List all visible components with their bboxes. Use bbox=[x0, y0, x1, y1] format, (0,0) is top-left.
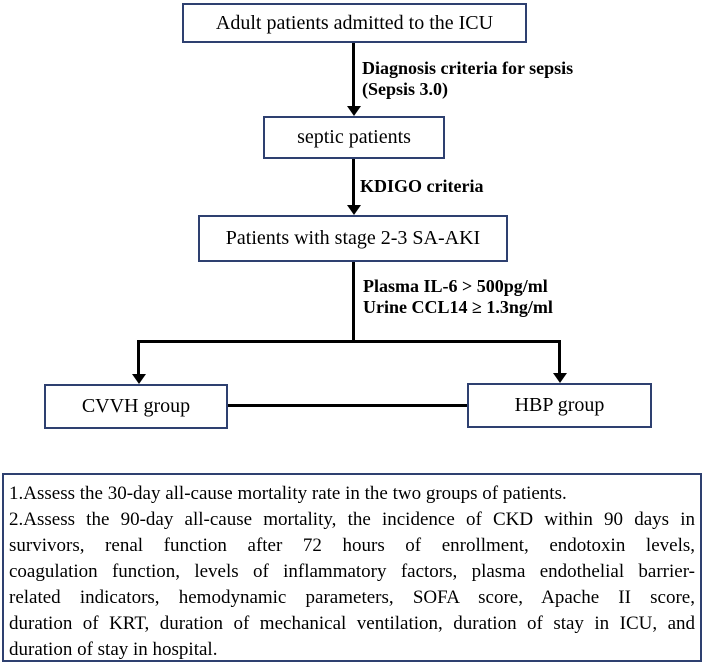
arrow-label-kdigo-criteria: KDIGO criteria bbox=[360, 176, 483, 197]
box-adult-patients-label: Adult patients admitted to the ICU bbox=[215, 11, 494, 34]
outcomes-text-line: related indicators, hemodynamic paramete… bbox=[9, 587, 695, 608]
box-cvvh-group-label: CVVH group bbox=[81, 395, 191, 417]
outcomes-text-line: duration of stay in hospital. bbox=[9, 639, 218, 660]
outcomes-text-line: coagulation function, levels of inflamma… bbox=[9, 561, 695, 582]
flow-line-branch-to-cvvh bbox=[137, 340, 140, 374]
box-outcome-assessments: 1.Assess the 30-day all-cause mortality … bbox=[2, 473, 702, 662]
branch-line bbox=[137, 340, 561, 343]
flow-line-branch-to-hbp bbox=[558, 340, 561, 373]
outcomes-text-line: 2.Assess the 90-day all-cause mortality,… bbox=[9, 509, 695, 530]
arrowhead-down-icon bbox=[347, 205, 361, 215]
flow-line-saaki-to-branch bbox=[352, 262, 355, 343]
arrowhead-down-icon bbox=[347, 106, 361, 116]
outcomes-text-line: 1.Assess the 30-day all-cause mortality … bbox=[9, 483, 567, 504]
box-cvvh-group: CVVH group bbox=[44, 384, 228, 429]
arrow-label-biomarker-criteria: Plasma IL-6 > 500pg/ml Urine CCL14 ≥ 1.3… bbox=[363, 276, 553, 318]
flow-line-septic-to-saaki bbox=[352, 159, 355, 205]
outcomes-text-line: survivors, renal function after 72 hours… bbox=[9, 535, 695, 556]
arrowhead-down-icon bbox=[553, 373, 567, 383]
arrow-label-sepsis-criteria: Diagnosis criteria for sepsis (Sepsis 3.… bbox=[362, 58, 573, 100]
arrow-label-sepsis-criteria-line1: Diagnosis criteria for sepsis bbox=[362, 58, 574, 78]
cvvh-hbp-connector-line bbox=[228, 404, 467, 407]
arrow-label-biomarker-criteria-line2: Urine CCL14 ≥ 1.3ng/ml bbox=[363, 297, 553, 317]
box-stage-2-3-sa-aki-label: Patients with stage 2-3 SA-AKI bbox=[225, 227, 481, 249]
arrow-label-biomarker-criteria-line1: Plasma IL-6 > 500pg/ml bbox=[363, 276, 548, 296]
arrowhead-down-icon bbox=[132, 374, 146, 384]
box-septic-patients-label: septic patients bbox=[297, 126, 411, 148]
flow-line-adult-to-septic bbox=[352, 43, 355, 106]
arrow-label-kdigo-criteria-line1: KDIGO criteria bbox=[360, 176, 484, 196]
outcomes-text-line: duration of KRT, duration of mechanical … bbox=[9, 613, 695, 634]
arrow-label-sepsis-criteria-line2: (Sepsis 3.0) bbox=[362, 79, 449, 99]
box-hbp-group-label: HBP group bbox=[514, 394, 605, 416]
box-hbp-group: HBP group bbox=[467, 383, 652, 428]
box-septic-patients: septic patients bbox=[263, 116, 445, 159]
box-adult-patients: Adult patients admitted to the ICU bbox=[182, 3, 527, 43]
box-stage-2-3-sa-aki: Patients with stage 2-3 SA-AKI bbox=[198, 215, 508, 262]
